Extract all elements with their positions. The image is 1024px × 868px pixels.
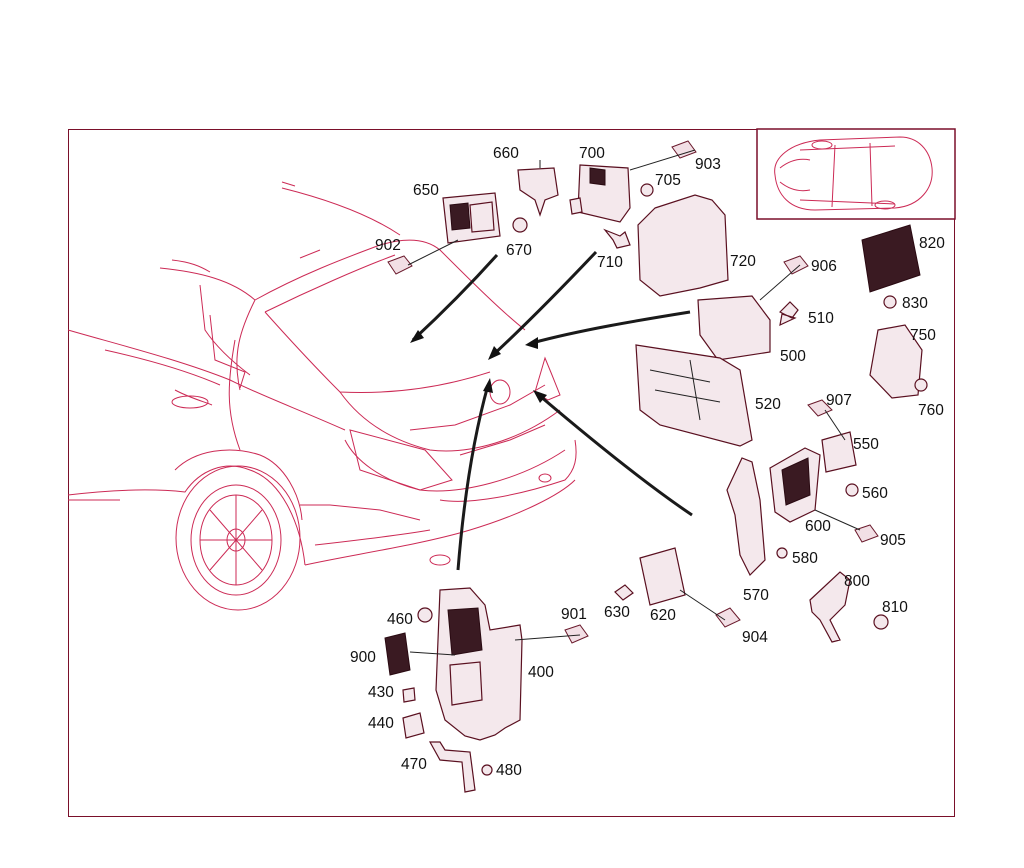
label-500: 500	[780, 348, 806, 365]
label-902: 902	[375, 237, 401, 254]
car-body	[67, 181, 577, 611]
label-705: 705	[655, 172, 681, 189]
label-400: 400	[528, 664, 554, 681]
label-660: 660	[493, 145, 519, 162]
label-670: 670	[506, 242, 532, 259]
label-600: 600	[805, 518, 831, 535]
label-630: 630	[604, 604, 630, 621]
label-810: 810	[882, 599, 908, 616]
label-430: 430	[368, 684, 394, 701]
assembly-arrows	[410, 250, 693, 571]
label-700: 700	[579, 145, 605, 162]
label-720: 720	[730, 253, 756, 270]
label-905: 905	[880, 532, 906, 549]
label-620: 620	[650, 607, 676, 624]
label-750: 750	[910, 327, 936, 344]
label-710: 710	[597, 254, 623, 271]
label-800: 800	[844, 573, 870, 590]
label-470: 470	[401, 756, 427, 773]
label-906: 906	[811, 258, 837, 275]
label-760: 760	[918, 402, 944, 419]
diagram-frame	[68, 129, 955, 817]
label-830: 830	[902, 295, 928, 312]
leader-lines	[407, 149, 861, 656]
label-560: 560	[862, 485, 888, 502]
label-820: 820	[919, 235, 945, 252]
parts-illustrations	[384, 140, 928, 793]
label-901: 901	[561, 606, 587, 623]
label-460: 460	[387, 611, 413, 628]
label-580: 580	[792, 550, 818, 567]
part-number-labels: 660 700 903 650 705 902 670 710 720 820 …	[350, 145, 945, 779]
label-650: 650	[413, 182, 439, 199]
label-510: 510	[808, 310, 834, 327]
label-520: 520	[755, 396, 781, 413]
label-903: 903	[695, 156, 721, 173]
label-904: 904	[742, 629, 768, 646]
label-907: 907	[826, 392, 852, 409]
label-440: 440	[368, 715, 394, 732]
car-overview-inset	[756, 128, 956, 220]
label-570: 570	[743, 587, 769, 604]
label-550: 550	[853, 436, 879, 453]
label-480: 480	[496, 762, 522, 779]
label-900: 900	[350, 649, 376, 666]
